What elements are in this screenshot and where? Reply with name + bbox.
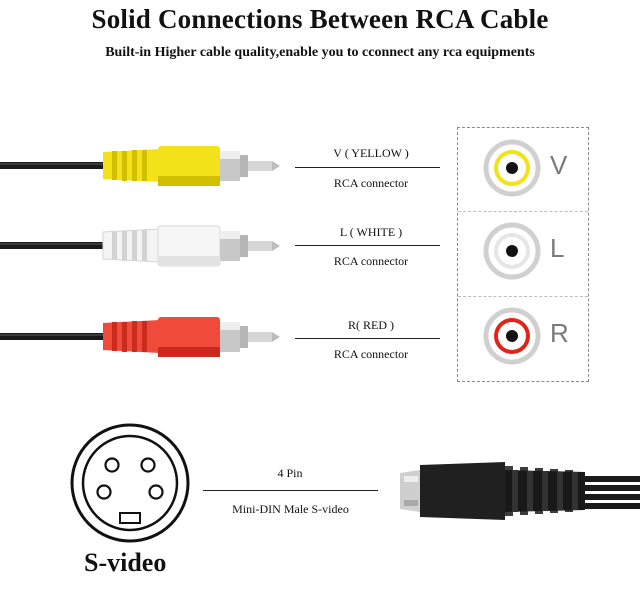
- red-connector-label: R( RED ): [348, 318, 394, 332]
- video-jack: V: [458, 130, 590, 210]
- svideo-pin-label: 4 Pin: [277, 466, 303, 480]
- left-audio-jack: L: [458, 213, 590, 293]
- white-jack-icon: [483, 222, 541, 280]
- svideo-plug-icon: [400, 462, 640, 520]
- jack-letter-v: V: [550, 150, 568, 180]
- red-rca-plug-icon: [0, 317, 280, 357]
- yellow-connector-label: V ( YELLOW ): [333, 146, 409, 160]
- red-divider: [295, 338, 440, 339]
- svideo-divider: [203, 490, 378, 491]
- jack-divider: [458, 296, 588, 297]
- jack-letter-l: L: [550, 233, 565, 263]
- yellow-divider: [295, 167, 440, 168]
- white-rca-plug-icon: [0, 225, 280, 267]
- yellow-connector-type: RCA connector: [333, 176, 409, 190]
- right-audio-jack: R: [458, 298, 590, 378]
- jack-letter-r: R: [550, 318, 569, 348]
- jack-divider: [458, 211, 588, 212]
- red-jack-icon: [483, 307, 541, 365]
- svideo-pin-diagram-icon: [70, 423, 190, 543]
- white-divider: [295, 245, 440, 246]
- rca-jack-panel: V L R: [457, 127, 589, 382]
- yellow-jack-icon: [483, 139, 541, 197]
- yellow-rca-plug-icon: [0, 146, 280, 186]
- white-connector-type: RCA connector: [333, 254, 409, 268]
- white-connector-label: L ( WHITE ): [339, 225, 403, 239]
- page-title: Solid Connections Between RCA Cable: [91, 4, 549, 34]
- page-subtitle: Built-in Higher cable quality,enable you…: [105, 45, 535, 60]
- svideo-connector-label: Mini-DIN Male S-video: [232, 502, 349, 516]
- red-connector-type: RCA connector: [333, 347, 409, 361]
- svideo-title: S-video: [84, 548, 167, 577]
